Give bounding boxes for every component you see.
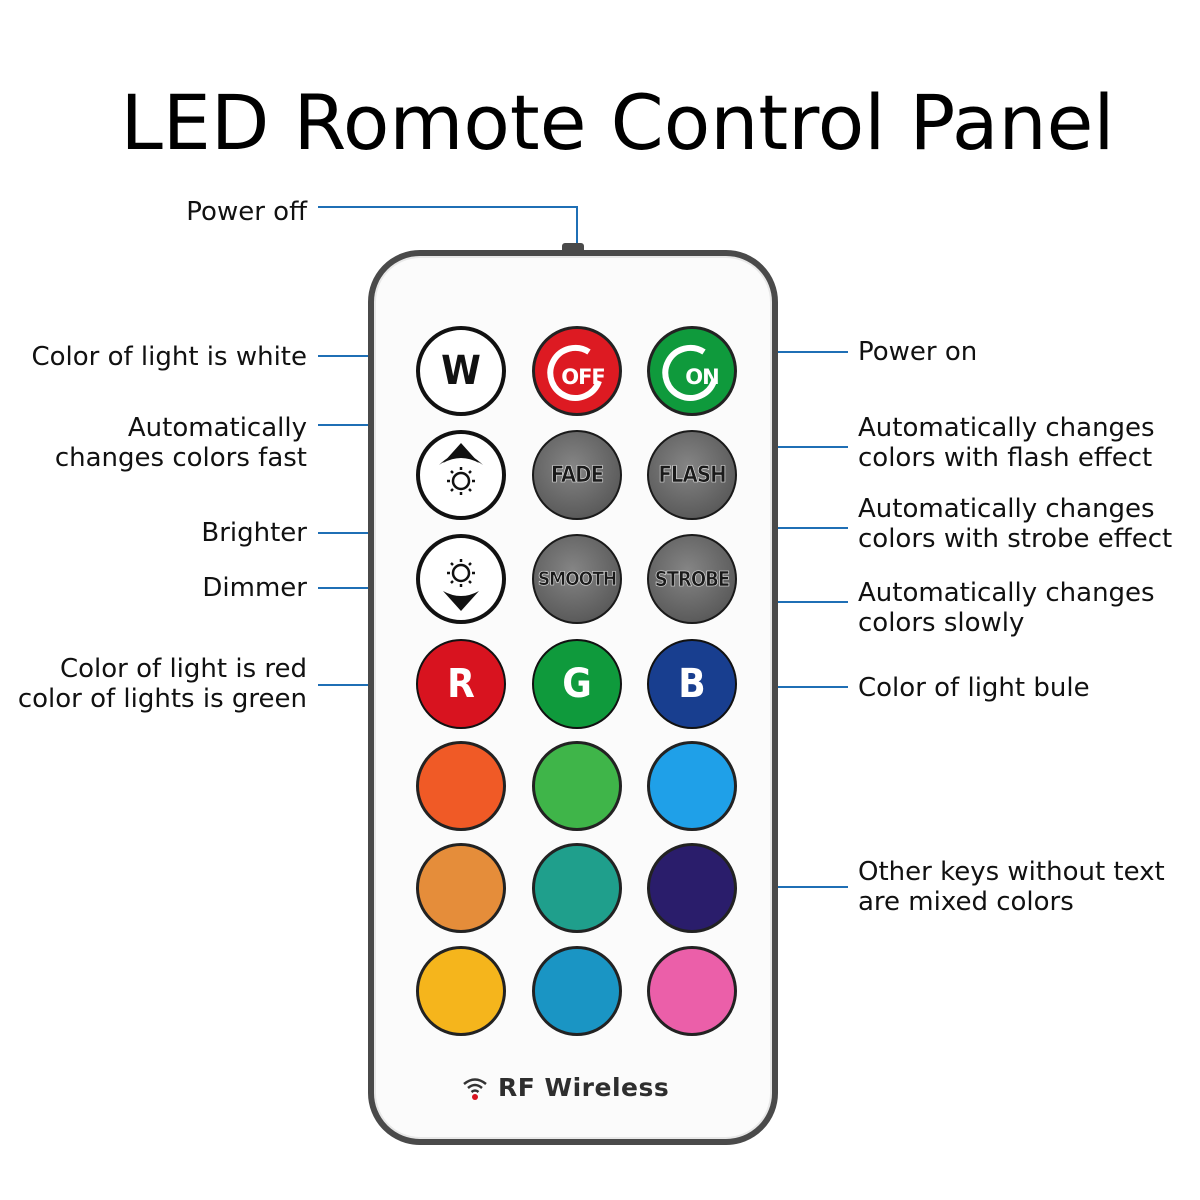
red-button-label: R (447, 661, 475, 707)
label-white: Color of light is white (31, 342, 307, 372)
power-on-icon: ON (662, 345, 720, 401)
green-button[interactable]: G (532, 639, 622, 729)
power-off-label: OFF (561, 365, 605, 389)
red-button[interactable]: R (416, 639, 506, 729)
power-off-button[interactable]: OFF (532, 326, 622, 416)
page-title: LED Romote Control Panel (120, 78, 1115, 167)
fade-button-label: FADE (550, 462, 605, 488)
mixed-color-key-3[interactable] (647, 741, 737, 831)
mixed-color-key-1[interactable] (416, 741, 506, 831)
label-red-green: Color of light is red color of lights is… (17, 654, 307, 714)
smooth-button[interactable]: SMOOTH (532, 534, 622, 624)
mixed-color-key-5[interactable] (532, 843, 622, 933)
mixed-color-key-4[interactable] (416, 843, 506, 933)
rf-wireless-label: RF Wireless (498, 1072, 670, 1102)
blue-button[interactable]: B (647, 639, 737, 729)
brighter-sun-icon (439, 443, 483, 495)
power-on-label: ON (685, 365, 718, 389)
power-off-icon: OFF (547, 345, 606, 401)
rf-wireless-footer: RF Wireless (460, 1070, 690, 1104)
brighter-button[interactable] (416, 430, 506, 520)
white-button[interactable]: W (416, 326, 506, 416)
label-power-on: Power on (858, 337, 978, 367)
mixed-color-key-7[interactable] (416, 946, 506, 1036)
flash-button-label: FLASH (658, 462, 727, 488)
label-slowly: Automatically changes colors slowly (858, 578, 1155, 638)
label-auto-fast: Automatically changes colors fast (54, 413, 307, 473)
dimmer-sun-icon (443, 559, 479, 611)
mixed-color-key-9[interactable] (647, 946, 737, 1036)
wifi-icon (463, 1078, 487, 1100)
label-flash: Automatically changes colors with flash … (858, 413, 1155, 473)
strobe-button[interactable]: STROBE (647, 534, 737, 624)
blue-button-label: B (678, 661, 706, 707)
dimmer-button[interactable] (416, 534, 506, 624)
flash-button[interactable]: FLASH (647, 430, 737, 520)
fade-button[interactable]: FADE (532, 430, 622, 520)
label-blue: Color of light bule (858, 673, 1090, 703)
mixed-color-key-2[interactable] (532, 741, 622, 831)
label-mixed: Other keys without text are mixed colors (858, 857, 1165, 917)
smooth-button-label: SMOOTH (537, 568, 618, 591)
white-button-label: W (441, 348, 481, 394)
label-dimmer: Dimmer (202, 573, 307, 603)
label-brighter: Brighter (201, 518, 307, 548)
mixed-color-key-8[interactable] (532, 946, 622, 1036)
power-on-button[interactable]: ON (647, 326, 737, 416)
label-strobe: Automatically changes colors with strobe… (858, 494, 1173, 554)
remote-top-nub (562, 243, 584, 252)
green-button-label: G (562, 661, 592, 707)
strobe-button-label: STROBE (654, 567, 730, 592)
mixed-color-key-6[interactable] (647, 843, 737, 933)
label-power-off: Power off (186, 197, 307, 227)
